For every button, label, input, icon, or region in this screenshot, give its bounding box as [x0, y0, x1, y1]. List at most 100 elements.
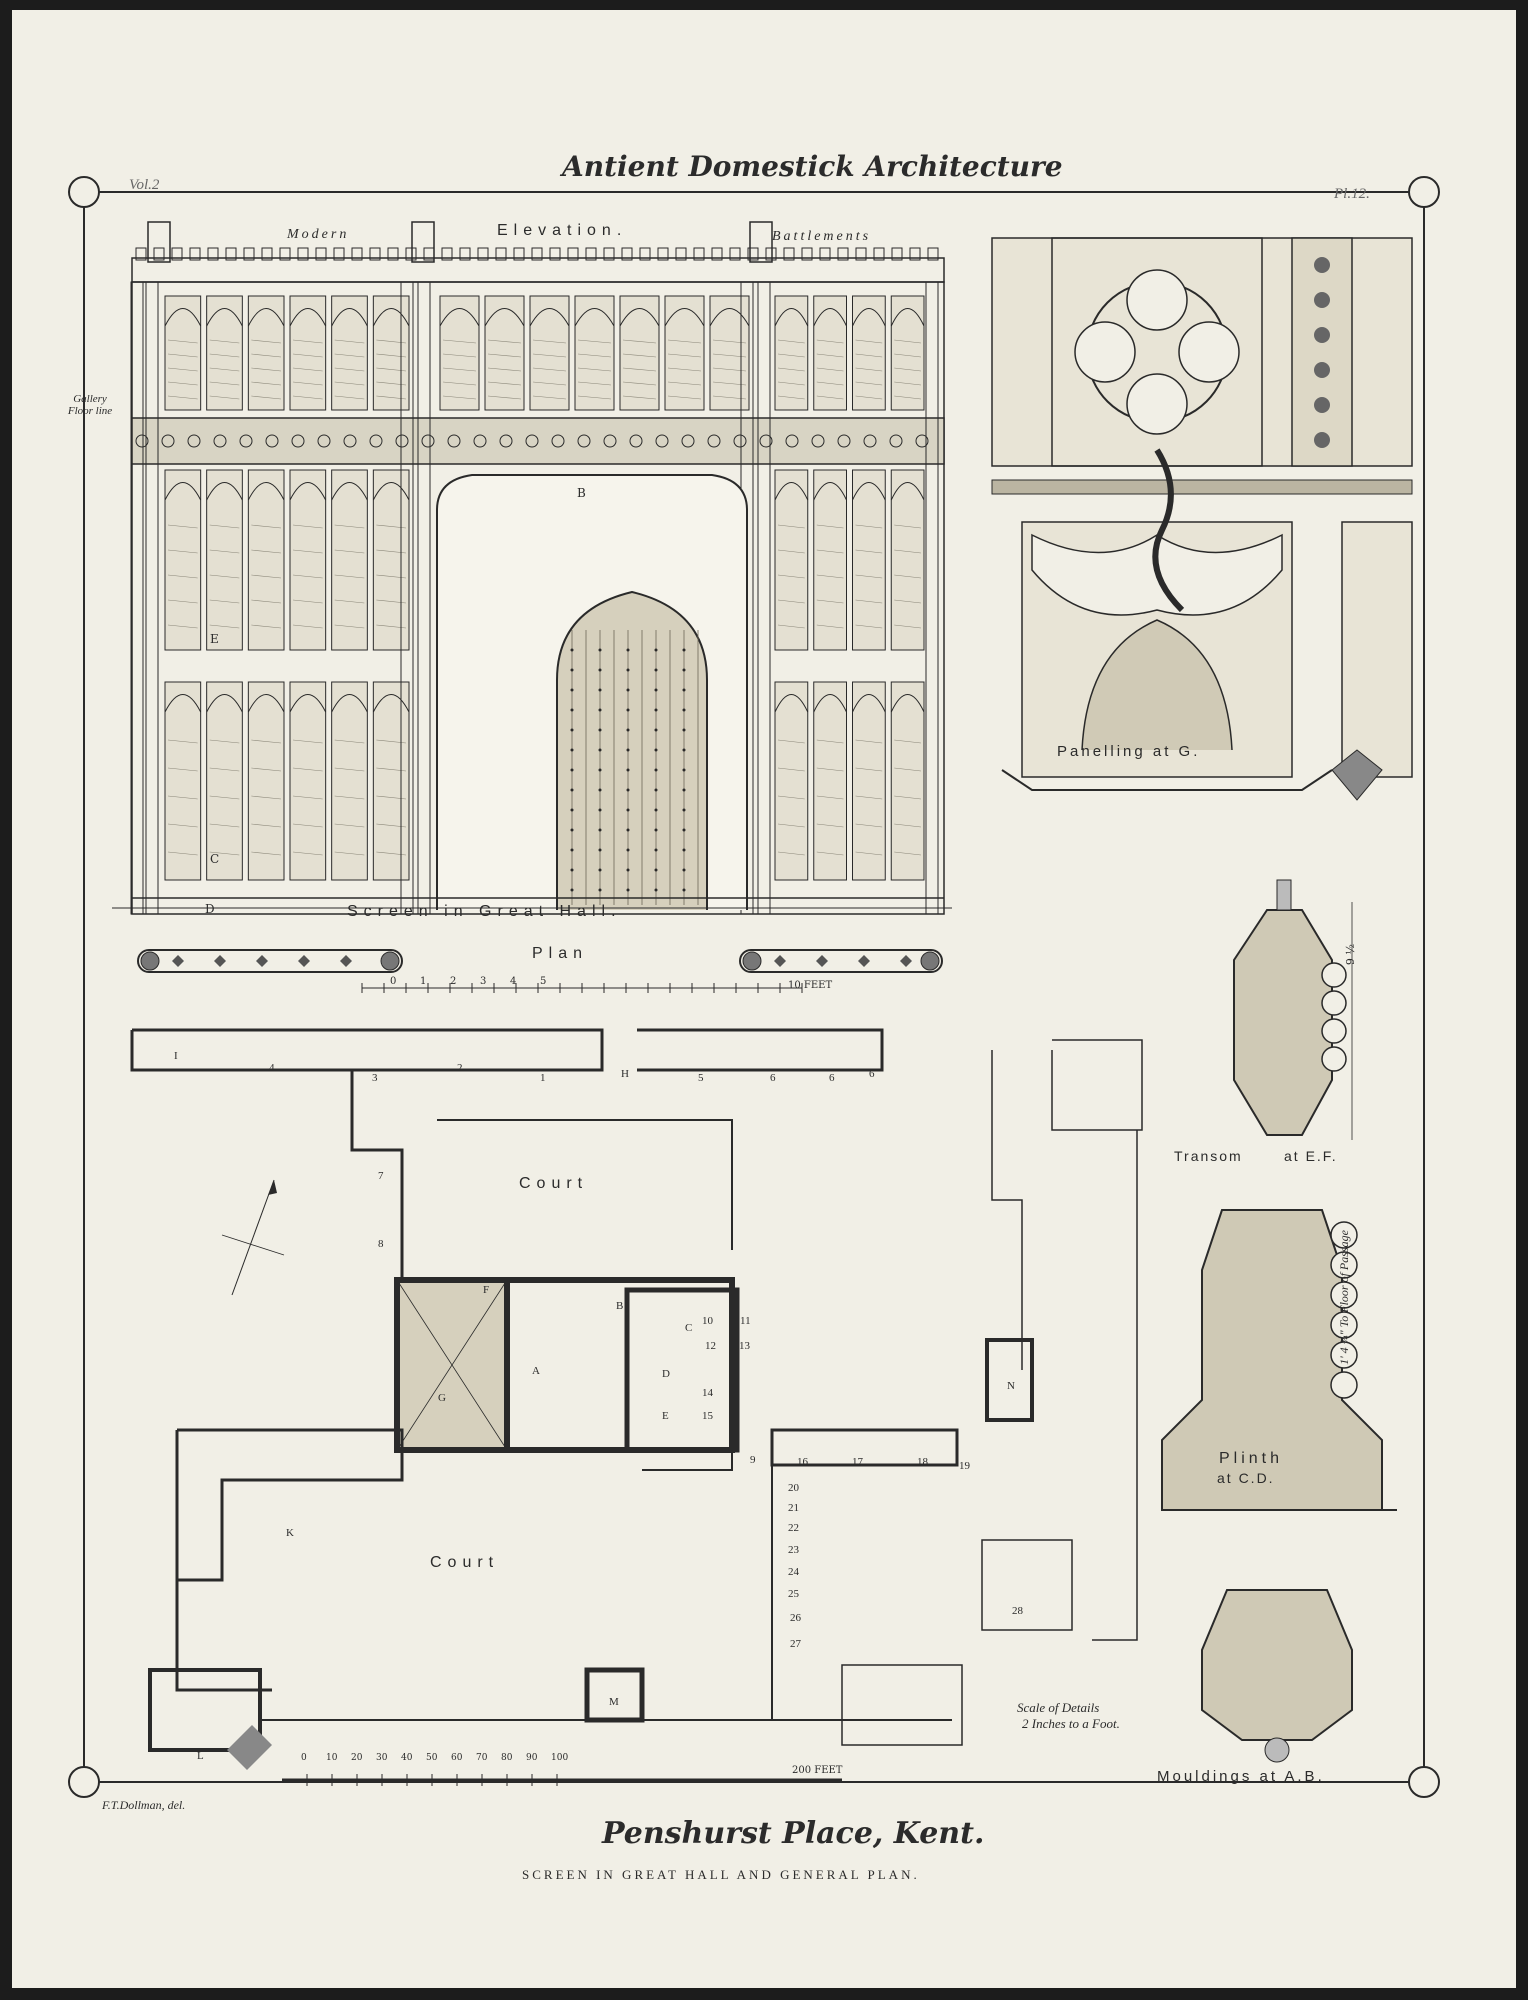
- upper-middle-grain: [532, 339, 567, 344]
- room-label: 19: [959, 1460, 970, 1472]
- plan-strip-1: [739, 949, 943, 973]
- lower-right-lower-grain: [816, 767, 844, 772]
- door-stud: [682, 848, 686, 852]
- lower-left-lower-panel: [247, 681, 285, 881]
- lower-left-upper-grain: [209, 524, 240, 529]
- lower-left-upper-grain: [292, 599, 323, 604]
- lower-right-upper-grain: [894, 599, 922, 604]
- door-stud: [654, 648, 658, 652]
- transom-moulding: [1321, 962, 1347, 988]
- crenel: [909, 247, 921, 261]
- post-1: [145, 281, 159, 915]
- elevation-title: Elevation.: [497, 222, 628, 239]
- door-stud: [570, 768, 574, 772]
- west-wing: [175, 1428, 404, 1582]
- volume-label: Vol.2: [129, 177, 160, 193]
- crenel: [765, 247, 777, 261]
- lower-left-upper-grain: [209, 599, 240, 604]
- lower-right-lower-panel: [890, 681, 925, 881]
- lower-right-upper-panel: [774, 469, 809, 651]
- crenel: [801, 247, 813, 261]
- door-stud: [654, 868, 658, 872]
- door-stud: [598, 828, 602, 832]
- lower-left-lower-tracery: [164, 694, 202, 713]
- frieze-ornament: [187, 434, 201, 448]
- door-stud: [654, 728, 658, 732]
- door-stud: [598, 888, 602, 892]
- general-plan-scale-tick-label: 100: [551, 1753, 569, 1763]
- court-south-label: Court: [430, 1554, 500, 1571]
- lower-left-lower-grain: [167, 795, 198, 800]
- frieze-ornament: [863, 434, 877, 448]
- plinth-label: Plinth: [1219, 1450, 1284, 1467]
- door-stud: [682, 868, 686, 872]
- door-stud: [570, 668, 574, 672]
- lower-left-lower-panel: [164, 681, 202, 881]
- crenel: [279, 247, 291, 261]
- upper-left-grain: [251, 339, 282, 344]
- lower-left-upper-grain: [251, 524, 282, 529]
- frieze-ornament: [395, 434, 409, 448]
- plan-strip-mullion: [858, 955, 870, 967]
- upper-middle-grain: [577, 395, 612, 400]
- door-stud: [598, 708, 602, 712]
- door-stud: [682, 688, 686, 692]
- door-stud: [654, 888, 658, 892]
- lower-left-lower-grain: [251, 823, 282, 828]
- lower-left-lower-grain: [167, 823, 198, 828]
- crenel: [657, 247, 669, 261]
- general-plan-scale-tick-label: 80: [501, 1753, 513, 1763]
- lower-right-lower-grain: [816, 795, 844, 800]
- lower-right-upper-grain: [855, 524, 883, 529]
- door-stud: [654, 688, 658, 692]
- upper-left-tracery: [164, 308, 202, 327]
- transom-stub: [1276, 879, 1292, 911]
- lower-left-lower-grain: [167, 739, 198, 744]
- door-stud: [682, 888, 686, 892]
- lower-left-upper-grain: [167, 624, 198, 629]
- upper-left-grain: [167, 367, 198, 372]
- upper-left-panel: [289, 295, 327, 411]
- door-stud: [598, 768, 602, 772]
- lower-left-upper-tracery: [331, 482, 368, 501]
- lower-left-upper-grain: [209, 574, 240, 579]
- lower-left-lower-tracery: [331, 694, 368, 713]
- lower-right-upper-grain: [777, 599, 805, 604]
- upper-left-grain: [292, 353, 323, 358]
- lower-left-lower-grain: [292, 795, 323, 800]
- lower-panel-right: [1341, 521, 1413, 778]
- door-stud: [626, 828, 630, 832]
- room-label: 1: [540, 1072, 546, 1084]
- upper-right-tracery: [890, 308, 925, 327]
- upper-right-grain: [855, 381, 883, 386]
- door-stud: [598, 748, 602, 752]
- crenel: [135, 247, 147, 261]
- door-stud: [570, 868, 574, 872]
- lower-left-upper-grain: [167, 599, 198, 604]
- upper-right-grain: [816, 381, 844, 386]
- door-stud: [626, 668, 630, 672]
- lower-left-lower-grain: [334, 739, 365, 744]
- lower-left-upper-grain: [292, 549, 323, 554]
- room-label: 18: [917, 1456, 928, 1468]
- lower-left-upper-grain: [167, 524, 198, 529]
- plan-strip-mullion: [256, 955, 268, 967]
- lower-right-lower-grain: [894, 851, 922, 856]
- door-stud: [654, 808, 658, 812]
- lower-right-lower-grain: [894, 823, 922, 828]
- lower-right-lower-grain: [816, 823, 844, 828]
- rail-boss: [1314, 327, 1330, 343]
- general-plan-scale-tick-label: 90: [526, 1753, 538, 1763]
- plinth-moulding: [1330, 1341, 1358, 1369]
- general-plan-scale-tick-label: 40: [401, 1753, 413, 1763]
- vertical-rail: [1291, 237, 1353, 467]
- buttery-block: [624, 1287, 740, 1453]
- general-plan-scale-tick-label: 10: [326, 1753, 338, 1763]
- chimney-1: [411, 221, 435, 263]
- room-label: 5: [698, 1072, 704, 1084]
- south-west-wing: [175, 1570, 272, 1692]
- upper-middle-grain: [532, 395, 567, 400]
- door-stud: [570, 848, 574, 852]
- door-stud: [682, 668, 686, 672]
- lower-left-upper-tracery: [164, 482, 202, 501]
